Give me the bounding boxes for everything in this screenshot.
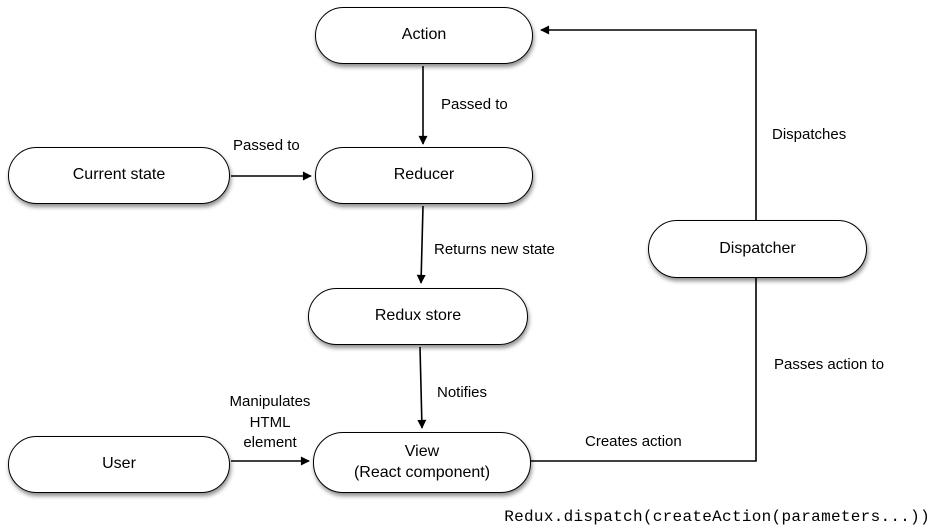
label-dispatches: Dispatches: [772, 126, 847, 143]
label-returns-new-state: Returns new state: [434, 241, 555, 258]
node-action: Action: [315, 7, 533, 64]
label-manipulates-html-element: Manipulates HTML element: [229, 393, 311, 452]
label-notifies: Notifies: [437, 384, 488, 401]
node-dispatcher-label: Dispatcher: [719, 239, 796, 257]
node-current-state: Current state: [8, 147, 230, 204]
node-reducer: Reducer: [315, 147, 533, 204]
node-reducer-label: Reducer: [393, 166, 455, 184]
label-passed-to-left: Passed to: [233, 137, 300, 154]
node-view-sublabel: (React component): [353, 463, 491, 481]
node-redux-store: Redux store: [308, 288, 528, 345]
node-user-label: User: [102, 455, 136, 473]
node-view: View (React component): [313, 432, 531, 493]
node-user: User: [8, 436, 230, 493]
node-redux-store-label: Redux store: [374, 307, 462, 325]
edge-redux-store-to-view: [417, 346, 427, 429]
node-view-label: View: [404, 442, 440, 460]
label-passes-action-to: Passes action to: [774, 356, 885, 373]
label-passed-to-top: Passed to: [441, 96, 508, 113]
code-caption: Redux.dispatch(createAction(parameters..…: [504, 508, 930, 526]
node-action-label: Action: [401, 26, 447, 44]
edge-reducer-to-redux-store: [416, 205, 426, 284]
label-creates-action: Creates action: [585, 433, 682, 450]
node-current-state-label: Current state: [72, 166, 166, 184]
node-dispatcher: Dispatcher: [648, 220, 867, 278]
